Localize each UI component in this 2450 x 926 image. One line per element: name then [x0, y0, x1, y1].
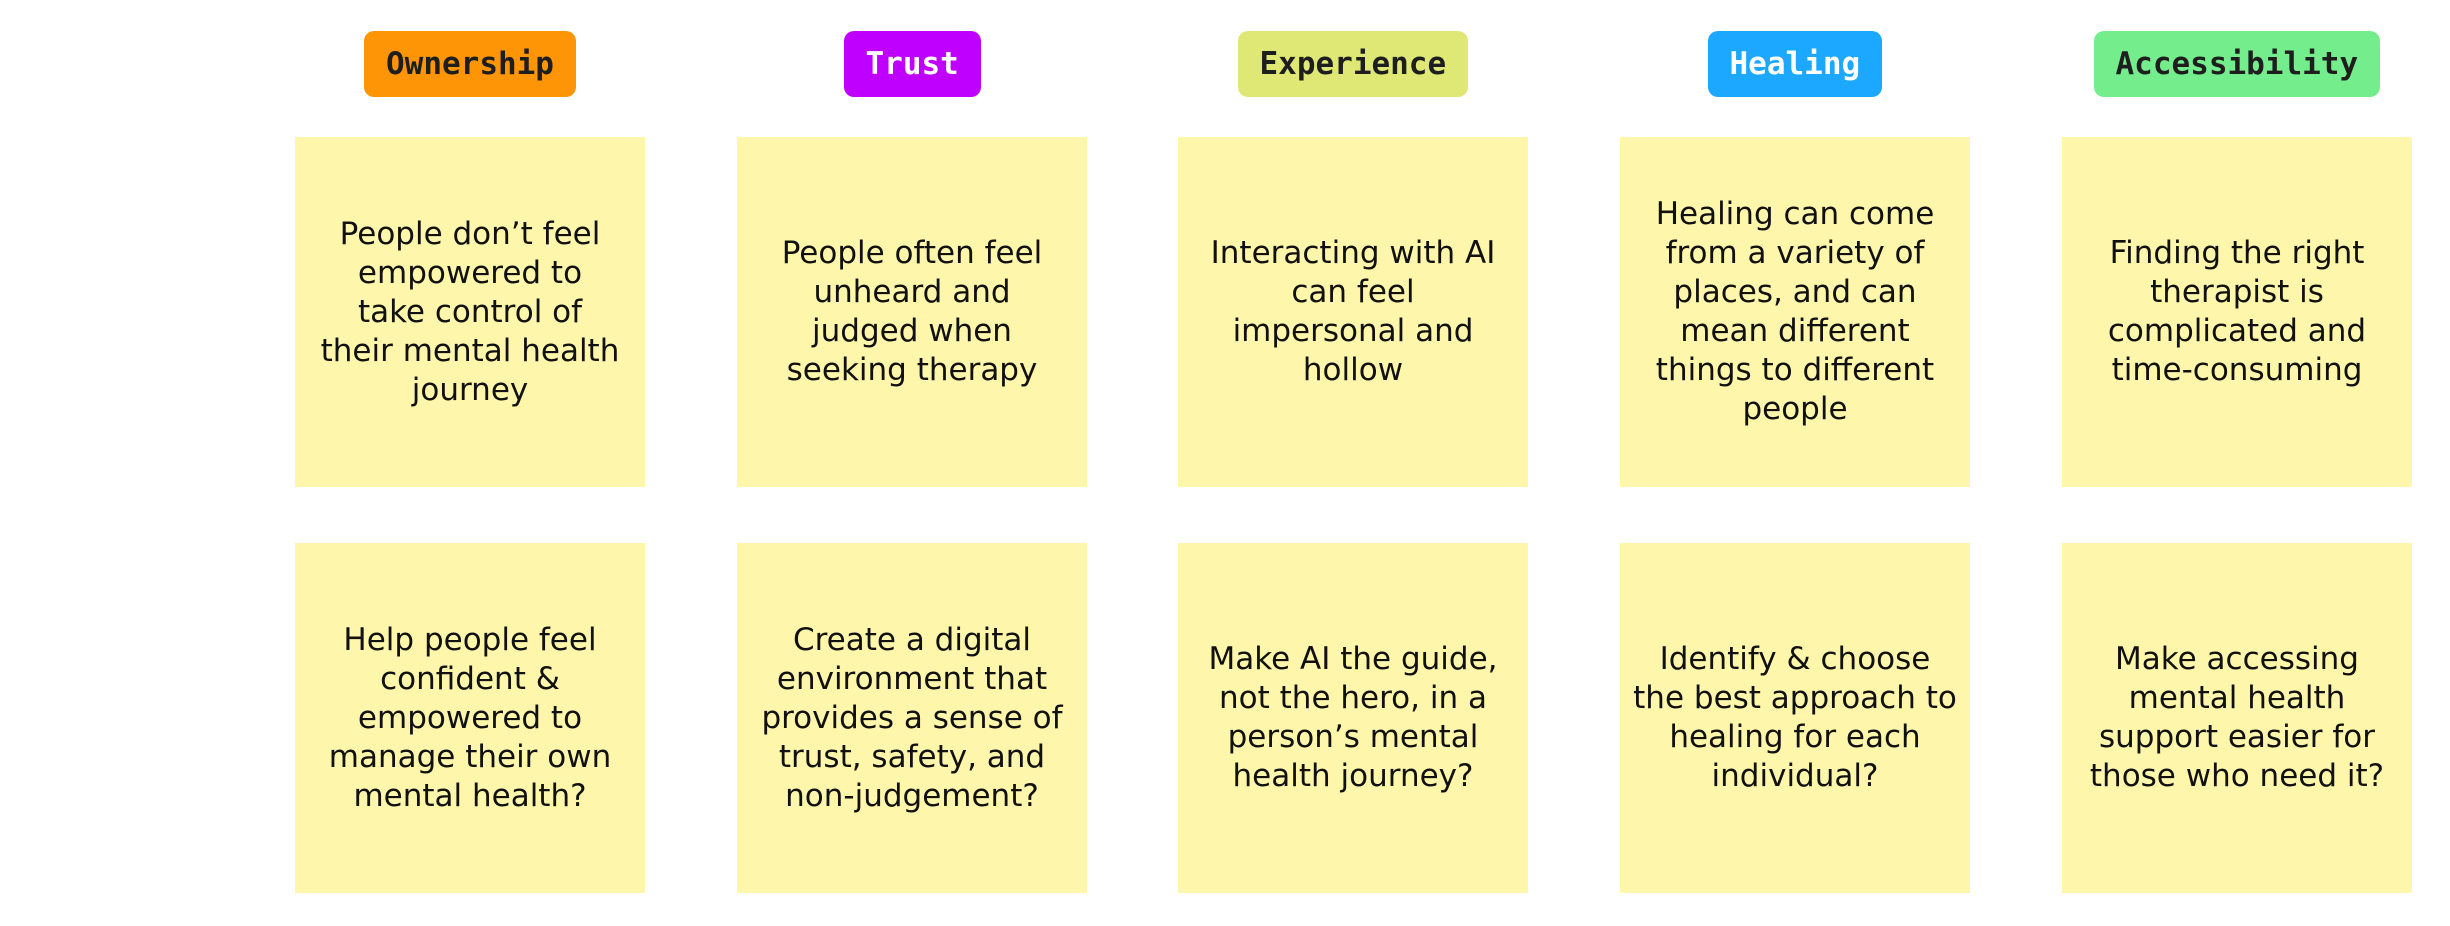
tag-experience[interactable]: Experience [1237, 31, 1469, 97]
note-text: Help people feel confident & empowered t… [328, 621, 612, 814]
note-text: Create a digital environment that provid… [761, 621, 1063, 814]
tag-healing[interactable]: Healing [1707, 31, 1883, 97]
sticky-note-problem-accessibility[interactable]: Finding the right therapist is complicat… [2062, 137, 2412, 487]
tag-trust[interactable]: Trust [843, 31, 981, 97]
tag-accessibility[interactable]: Accessibility [2093, 31, 2381, 97]
sticky-note-question-experience[interactable]: Make AI the guide, not the hero, in a pe… [1178, 543, 1528, 893]
sticky-note-problem-trust[interactable]: People often feel unheard and judged whe… [737, 137, 1087, 487]
sticky-note-problem-experience[interactable]: Interacting with AI can feel impersonal … [1178, 137, 1528, 487]
sticky-note-question-trust[interactable]: Create a digital environment that provid… [737, 543, 1087, 893]
note-text: Healing can come from a variety of place… [1655, 196, 1935, 427]
sticky-note-question-ownership[interactable]: Help people feel confident & empowered t… [295, 543, 645, 893]
note-text: Finding the right therapist is complicat… [2107, 235, 2367, 388]
sticky-note-problem-ownership[interactable]: People don’t feel empowered to take cont… [295, 137, 645, 487]
note-text: Interacting with AI can feel impersonal … [1210, 235, 1496, 388]
note-text: Identify & choose the best approach to h… [1633, 641, 1957, 794]
sticky-note-question-accessibility[interactable]: Make accessing mental health support eas… [2062, 543, 2412, 893]
tag-ownership[interactable]: Ownership [364, 31, 576, 97]
note-text: People often feel unheard and judged whe… [781, 235, 1043, 388]
note-text: Make accessing mental health support eas… [2089, 641, 2385, 794]
sticky-note-question-healing[interactable]: Identify & choose the best approach to h… [1620, 543, 1970, 893]
note-text: Make AI the guide, not the hero, in a pe… [1208, 641, 1498, 794]
note-text: People don’t feel empowered to take cont… [320, 215, 620, 408]
sticky-note-problem-healing[interactable]: Healing can come from a variety of place… [1620, 137, 1970, 487]
